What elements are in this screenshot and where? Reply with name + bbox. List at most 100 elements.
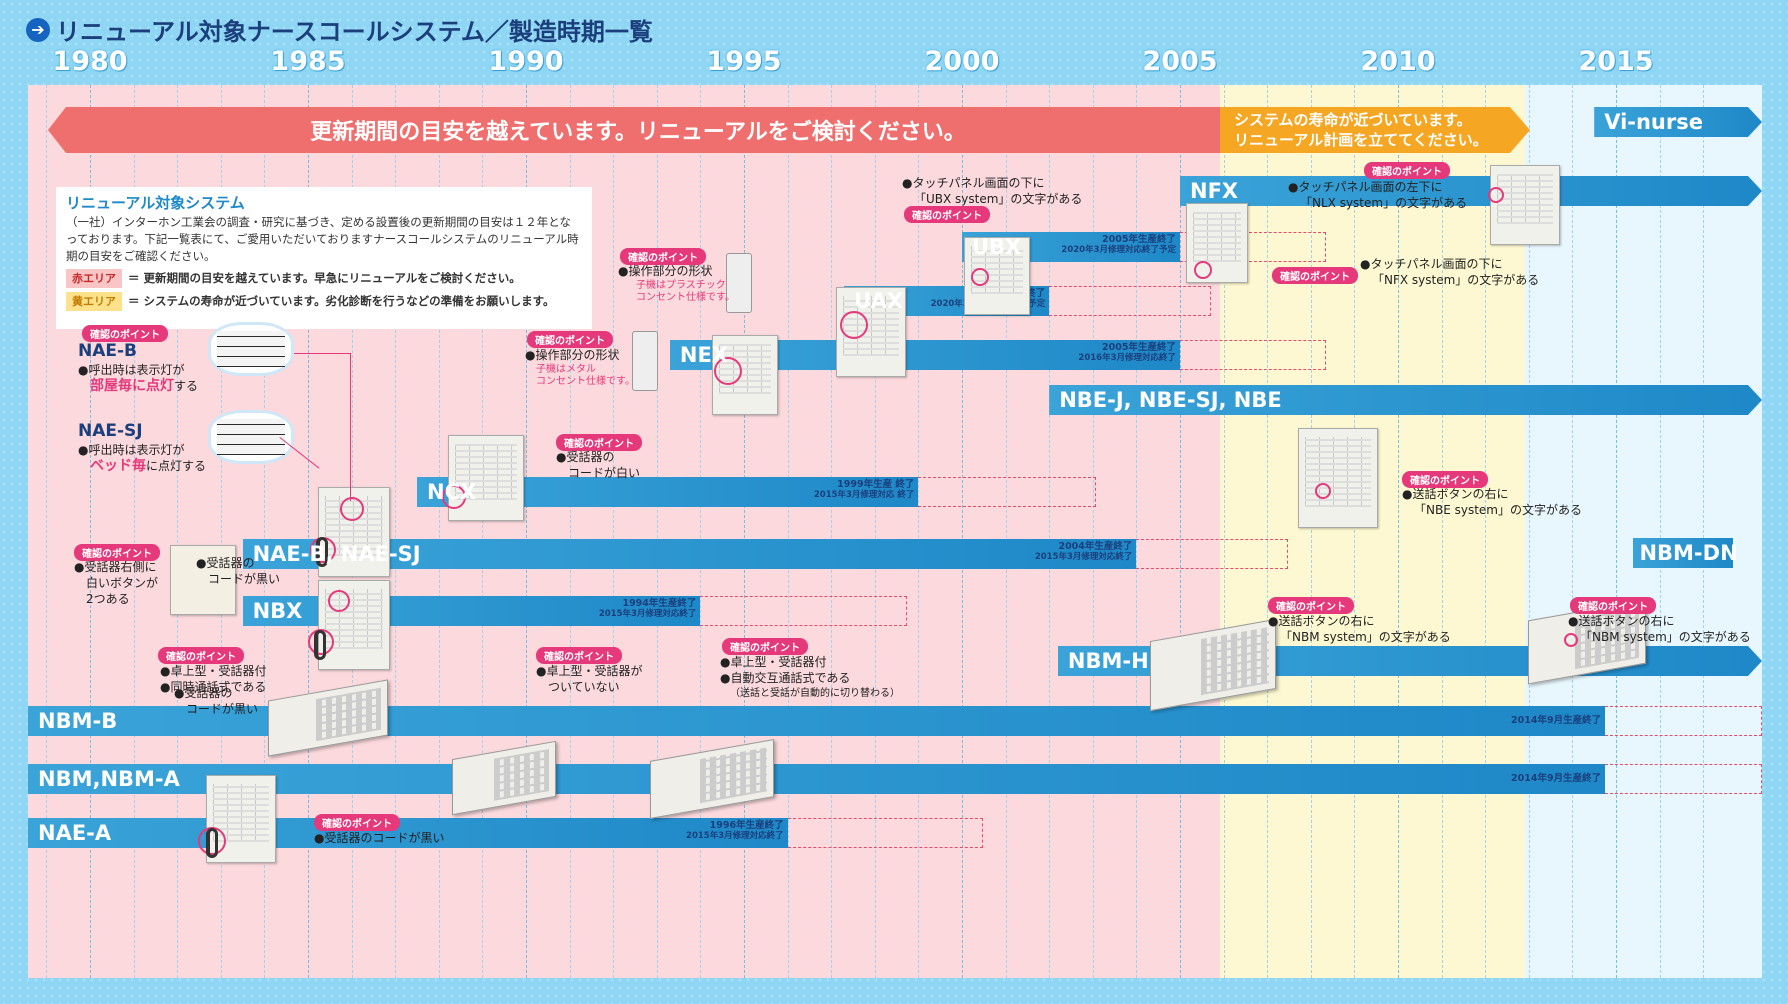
naesj-indicator-image [208, 410, 294, 464]
bar-label: NFX [1190, 179, 1239, 203]
note-nbmdn: ●送話ボタンの右に「NBM system」の文字がある [1568, 614, 1751, 644]
naesj-title: NAE-SJ [78, 421, 143, 441]
bar-nbm-nbm-a: NBM,NBM-A [28, 764, 1606, 794]
end-note-production: 1996年生産終了 [709, 820, 784, 831]
repair-period-dash [1049, 286, 1211, 316]
end-note: 2014年9月生産終了 [1511, 773, 1601, 784]
gridline [46, 85, 48, 978]
handset-icon [206, 828, 218, 858]
gridline [90, 85, 91, 978]
gridline [1354, 85, 1356, 978]
connector-line [350, 353, 351, 501]
bar-label: NBM-DN [1639, 541, 1738, 565]
gridline [1092, 85, 1094, 978]
gridline [569, 85, 571, 978]
end-note: 2014年9月生産終了 [1511, 715, 1601, 726]
end-note-repair: 2020年3月修理対応終了予定 [1061, 245, 1176, 255]
gridline [264, 85, 266, 978]
gridline [526, 85, 527, 978]
legend-yellow-row: 黄エリア＝ システムの寿命が近づいています。劣化診断を行うなどの準備をお願いしま… [66, 292, 582, 311]
note-nex: ●操作部分の形状 [525, 348, 620, 362]
bar-nfx: NFX [1180, 176, 1762, 206]
gridline [1267, 85, 1269, 978]
naeb-title: NAE-B [78, 341, 138, 361]
repair-period-dash [700, 596, 907, 626]
repair-period-dash [918, 477, 1096, 507]
gridline [1180, 85, 1181, 978]
gridline [438, 85, 440, 978]
year-label-1980: 1980 [52, 46, 128, 77]
note-naea: ●受話器のコードが黒い [314, 831, 445, 845]
point-circle [840, 311, 868, 339]
handset-icon [316, 537, 328, 567]
gridline [133, 85, 135, 978]
bar-label: NCX [427, 480, 477, 504]
note-naeb: ●呼出時は表示灯が部屋毎に点灯する [78, 363, 199, 394]
bar-ubx: UBX [962, 232, 1180, 262]
year-label-1995: 1995 [706, 46, 782, 77]
repair-period-dash [1605, 706, 1762, 736]
legend-body: （一社）インターホン工業会の調査・研究に基づき、定める設置後の更新期間の目安は１… [66, 215, 579, 263]
note-nex-sub: 子機はメタルコンセント仕様です。 [536, 364, 635, 387]
yellow-zone [1220, 85, 1525, 978]
point-pill-nbma: 確認のポイント [722, 638, 808, 655]
end-note-repair: 2015年3月修理対応終了 [598, 609, 697, 619]
end-note-repair: 2016年3月修理対応終了 [1078, 353, 1176, 363]
gridline [482, 85, 484, 978]
point-circle [1315, 483, 1331, 499]
bar-label: Vi-nurse [1604, 110, 1703, 134]
point-pill-nbmb: 確認のポイント [158, 647, 244, 664]
naeb-indicator-image [208, 322, 294, 376]
red-tag: 赤エリア [66, 269, 122, 288]
point-circle [1564, 633, 1578, 647]
end-note-repair: 2015年3月修理対応終了 [1034, 552, 1133, 562]
point-pill-vinurse: 確認のポイント [1364, 162, 1450, 179]
gridline [308, 85, 309, 978]
legend-box: リニューアル対象システム （一社）インターホン工業会の調査・研究に基づき、定める… [56, 187, 592, 329]
repair-period-dash [1136, 539, 1288, 569]
point-pill-uax: 確認のポイント [620, 248, 706, 265]
gridline [395, 85, 397, 978]
uax-handset-image [726, 253, 752, 313]
note-naesj: ●呼出時は表示灯がベッド毎に点灯する [78, 443, 207, 474]
point-pill-ubx: 確認のポイント [904, 206, 990, 223]
gridline [656, 85, 658, 978]
point-pill-ncx: 確認のポイント [556, 434, 642, 451]
gridline [177, 85, 179, 978]
repair-period-dash [1180, 232, 1326, 262]
yellow-tag: 黄エリア [66, 292, 122, 311]
bar-label: NEX [679, 343, 728, 367]
point-circle [340, 497, 364, 521]
gridline [1310, 85, 1312, 978]
point-pill-nbmdn: 確認のポイント [1570, 597, 1656, 614]
point-pill-nbe: 確認のポイント [1402, 471, 1488, 488]
year-label-1990: 1990 [488, 46, 564, 77]
point-circle [1488, 187, 1504, 203]
gridline [787, 85, 789, 978]
point-circle [971, 268, 989, 286]
repair-period-dash [1180, 340, 1326, 370]
bar-label: NBM-B [38, 709, 118, 733]
point-circle [442, 485, 466, 509]
year-label-2000: 2000 [924, 46, 1000, 77]
gridline [1005, 85, 1007, 978]
gridline [220, 85, 222, 978]
banner-red: 更新期間の目安を越えています。リニューアルをご検討ください。 [48, 107, 1228, 153]
gridline [962, 85, 963, 978]
nex-handset-image [632, 331, 658, 391]
point-circle [1194, 261, 1212, 279]
naea-device-image [206, 775, 276, 863]
note-vinurse: ●タッチパネル画面の左下に「NLX system」の文字がある [1288, 180, 1468, 210]
gridline [918, 85, 920, 978]
handset-icon [314, 630, 326, 660]
point-pill-whitebtn: 確認のポイント [74, 544, 160, 561]
bar-label: NBM,NBM-A [38, 767, 180, 791]
bar-vi-nurse: Vi-nurse [1594, 107, 1762, 137]
note-nbm-auto: ●卓上型・受話器付●自動交互通話式である（送話と受話が自動的に切り替わる） [720, 655, 900, 699]
white-button-device-image [170, 545, 236, 615]
bar-label: NBX [252, 599, 303, 623]
